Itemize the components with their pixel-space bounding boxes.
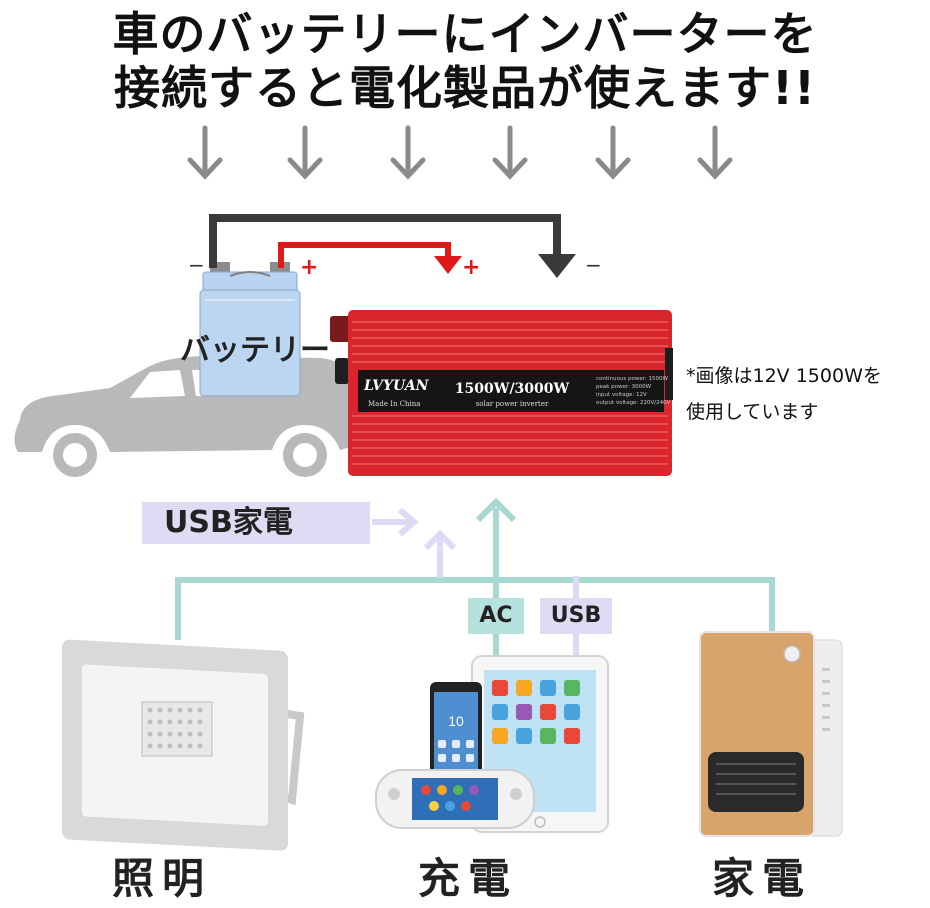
headline-line-2: 接続すると電化製品が使えます!! bbox=[114, 61, 816, 115]
ac-port-tag: AC bbox=[468, 598, 524, 634]
inverter-brand: LVYUAN bbox=[363, 378, 430, 394]
headline-line-1: 車のバッテリーにインバーターを bbox=[112, 7, 818, 61]
floodlight-icon bbox=[62, 639, 305, 851]
battery-label: バッテリー bbox=[180, 333, 330, 368]
down-arrows bbox=[187, 125, 733, 180]
category-lighting: 照明 bbox=[112, 854, 213, 903]
down-arrow-icon bbox=[390, 125, 426, 180]
inverter-plus-sign: + bbox=[462, 255, 480, 280]
inverter-device bbox=[330, 310, 673, 476]
inverter-spec-peak: peak power: 3000W bbox=[596, 384, 652, 390]
battery-plus-sign: + bbox=[300, 255, 318, 280]
inverter-model: 1500W/3000W bbox=[455, 381, 570, 397]
heater-icon bbox=[699, 631, 843, 837]
positive-wire bbox=[278, 242, 462, 274]
category-appliance: 家電 bbox=[712, 854, 813, 903]
inverter-minus-sign: − bbox=[585, 253, 602, 277]
battery-icon bbox=[199, 262, 301, 397]
usb-appliance-label: USB家電 bbox=[142, 502, 370, 544]
ac-distribution-lines bbox=[175, 497, 775, 656]
down-arrow-icon bbox=[697, 125, 733, 180]
inverter-subtitle: solar power inverter bbox=[476, 400, 549, 408]
down-arrow-icon bbox=[187, 125, 223, 180]
game-console-icon bbox=[375, 769, 535, 829]
category-charging: 充電 bbox=[418, 854, 519, 903]
usb-distribution-lines bbox=[372, 507, 579, 656]
image-note-line-1: *画像は12V 1500Wを bbox=[686, 365, 882, 387]
down-arrow-icon bbox=[595, 125, 631, 180]
image-note: *画像は12V 1500Wを 使用しています bbox=[686, 358, 882, 430]
usb-port-tag: USB bbox=[540, 598, 612, 634]
down-arrow-icon bbox=[287, 125, 323, 180]
smartphone-icon: 10 bbox=[430, 682, 482, 784]
inverter-spec-continuous: continuous power: 1500W bbox=[596, 376, 668, 382]
inverter-spec-output: output voltage: 220V/240V bbox=[596, 400, 671, 406]
negative-wire bbox=[209, 214, 576, 278]
inverter-made-in: Made In China bbox=[368, 400, 420, 408]
inverter-spec-input: input voltage: 12V bbox=[596, 392, 647, 398]
phone-clock: 10 bbox=[448, 713, 464, 729]
car-silhouette-icon bbox=[14, 356, 360, 477]
down-arrow-icon bbox=[492, 125, 528, 180]
battery-minus-sign: − bbox=[188, 253, 205, 277]
image-note-line-2: 使用しています bbox=[686, 401, 819, 423]
